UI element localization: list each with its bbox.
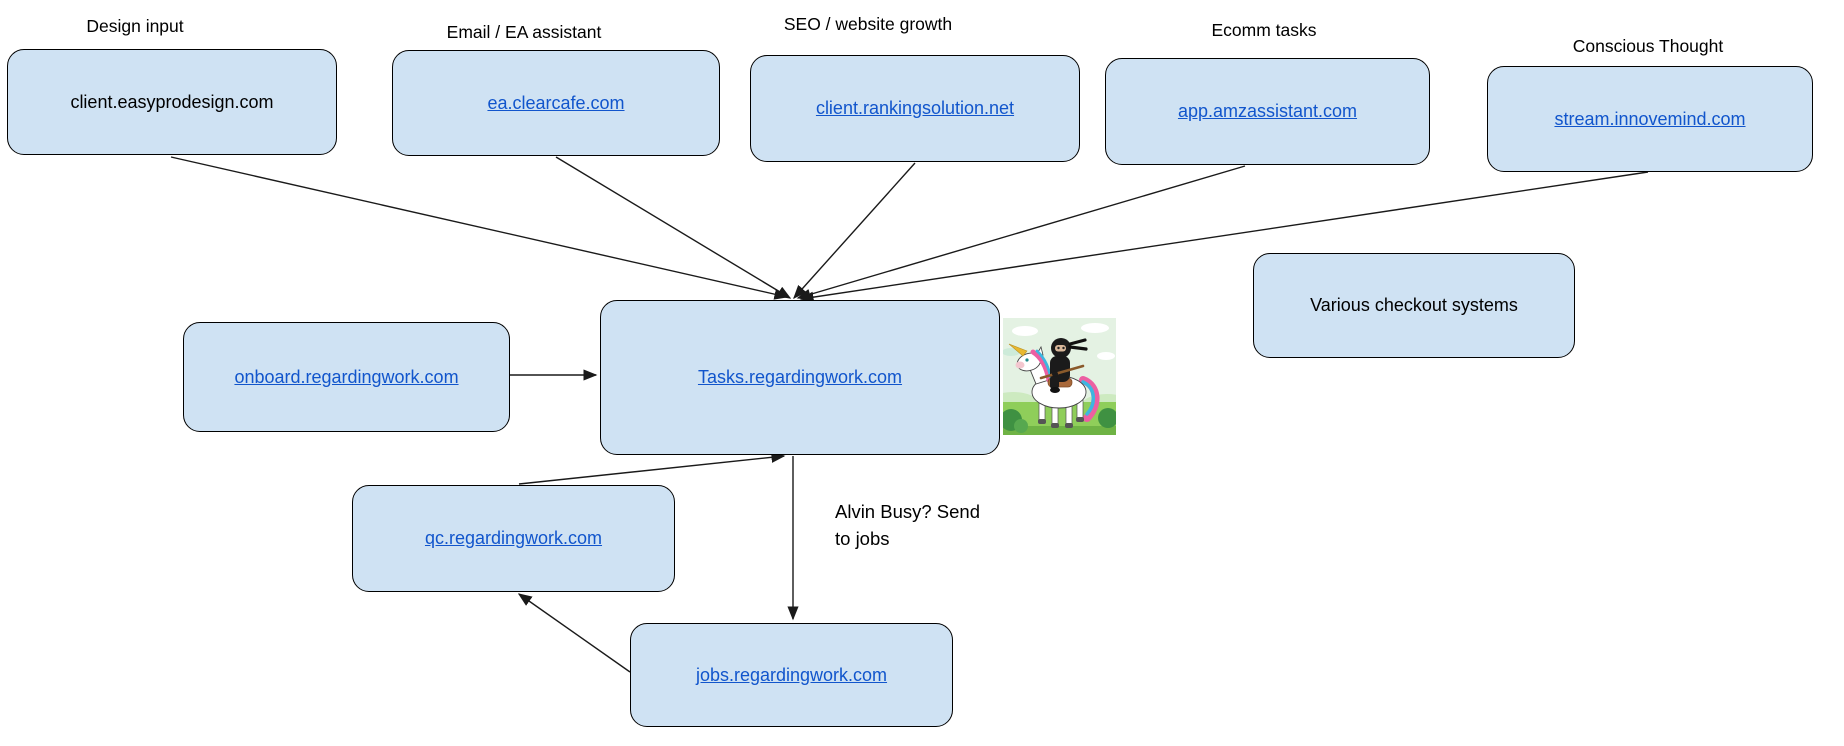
node-innovemind-link[interactable]: stream.innovemind.com bbox=[1554, 108, 1746, 129]
node-onboard-link[interactable]: onboard.regardingwork.com bbox=[234, 366, 459, 387]
group-label-email-ea: Email / EA assistant bbox=[446, 22, 602, 42]
node-tasks: Tasks.regardingwork.com bbox=[600, 300, 1000, 455]
node-amzassistant-link[interactable]: app.amzassistant.com bbox=[1177, 101, 1358, 121]
node-rankingsolution: client.rankingsolution.net bbox=[750, 55, 1080, 162]
annotation-line-2: to jobs bbox=[835, 528, 890, 549]
node-tasks-link[interactable]: Tasks.regardingwork.com bbox=[697, 367, 903, 387]
edge-qc-to-tasks bbox=[518, 451, 786, 485]
edge-easyprodesign-to-tasks bbox=[170, 156, 789, 300]
annotation-alvin-busy: Alvin Busy? Send to jobs bbox=[835, 498, 980, 552]
group-label-ecomm-tasks: Ecomm tasks bbox=[1211, 20, 1317, 40]
edge-clearcafe-to-tasks bbox=[555, 156, 792, 299]
ninja-unicorn-image bbox=[987, 318, 1133, 435]
node-onboard: onboard.regardingwork.com bbox=[183, 322, 510, 432]
node-checkout-systems: Various checkout systems bbox=[1253, 253, 1575, 358]
node-clearcafe: ea.clearcafe.com bbox=[392, 50, 720, 156]
edge-amzassistant-to-tasks bbox=[796, 165, 1246, 300]
node-easyprodesign: client.easyprodesign.com bbox=[7, 49, 337, 155]
group-label-conscious-thought: Conscious Thought bbox=[1572, 36, 1724, 56]
node-amzassistant: app.amzassistant.com bbox=[1105, 58, 1430, 165]
group-label-design-input: Design input bbox=[86, 16, 184, 36]
node-clearcafe-link[interactable]: ea.clearcafe.com bbox=[487, 92, 625, 113]
edge-rankingsolution-to-tasks bbox=[793, 162, 916, 300]
node-qc-link[interactable]: qc.regardingwork.com bbox=[424, 528, 603, 548]
node-rankingsolution-link[interactable]: client.rankingsolution.net bbox=[815, 98, 1015, 118]
node-easyprodesign-text: client.easyprodesign.com bbox=[70, 91, 274, 112]
node-jobs-link[interactable]: jobs.regardingwork.com bbox=[695, 664, 888, 685]
group-label-seo-growth: SEO / website growth bbox=[783, 14, 953, 34]
annotation-line-1: Alvin Busy? Send bbox=[835, 501, 981, 522]
node-jobs: jobs.regardingwork.com bbox=[630, 623, 953, 727]
node-qc: qc.regardingwork.com bbox=[352, 485, 675, 592]
node-innovemind: stream.innovemind.com bbox=[1487, 66, 1813, 172]
node-checkout-systems-text: Various checkout systems bbox=[1310, 295, 1518, 315]
edge-jobs-to-qc bbox=[517, 593, 631, 673]
ninja-unicorn-graphic bbox=[987, 318, 1133, 435]
